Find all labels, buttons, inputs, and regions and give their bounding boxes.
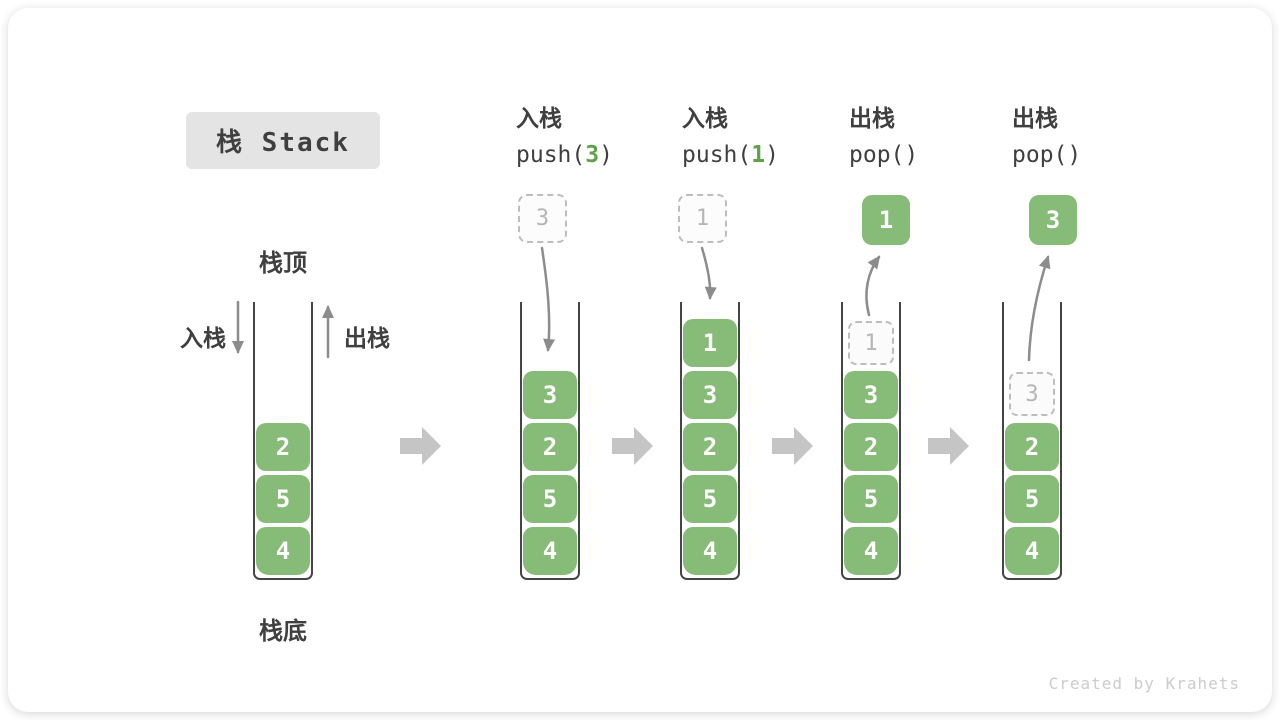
stack-cell: 5 [1005, 475, 1059, 523]
op-fn: pop( [1012, 142, 1068, 168]
stack-cell: 4 [844, 527, 898, 575]
popped-value-box: 3 [1029, 195, 1077, 245]
op-close: ) [904, 142, 919, 168]
op-name: 入栈 [516, 106, 562, 132]
removed-slot-box: 3 [1009, 372, 1055, 416]
incoming-value-box: 1 [678, 194, 727, 243]
stack-cell: 4 [256, 527, 310, 575]
stack-cell: 4 [683, 527, 737, 575]
stack-cell: 4 [523, 527, 577, 575]
stack-cell: 2 [523, 423, 577, 471]
op-label-pop-2: 出栈 pop() [1012, 105, 1081, 169]
pop-direction-label: 出栈 [344, 326, 390, 352]
op-code: push(1) [682, 141, 779, 169]
removed-slot-box: 1 [848, 321, 894, 365]
op-fn: push( [682, 142, 752, 168]
op-label-push-1: 入栈 push(1) [682, 105, 779, 169]
op-label-pop-1: 出栈 pop() [849, 105, 918, 169]
stack-cell: 1 [683, 319, 737, 367]
op-name: 入栈 [682, 106, 728, 132]
op-close: ) [599, 142, 613, 168]
op-name: 出栈 [849, 106, 895, 132]
stack-cell: 3 [844, 371, 898, 419]
stack-cell: 5 [256, 475, 310, 523]
watermark: Created by Krahets [1048, 674, 1240, 693]
stack-cell: 2 [683, 423, 737, 471]
stack-cell: 3 [523, 371, 577, 419]
stack-top-label: 栈顶 [259, 249, 307, 277]
op-arg: 3 [585, 142, 600, 168]
popped-value-box: 1 [862, 195, 910, 245]
stack-cell: 2 [1005, 423, 1059, 471]
incoming-value-box: 3 [518, 194, 567, 243]
stack-cell: 3 [683, 371, 737, 419]
op-close: ) [1067, 142, 1082, 168]
op-label-push-3: 入栈 push(3) [516, 105, 613, 169]
stack-cell: 2 [256, 423, 310, 471]
push-direction-label: 入栈 [180, 326, 226, 352]
stack-cell: 4 [1005, 527, 1059, 575]
op-code: push(3) [516, 141, 613, 169]
op-code: pop() [1012, 141, 1081, 169]
op-name: 出栈 [1012, 106, 1058, 132]
stack-cell: 5 [523, 475, 577, 523]
op-fn: push( [516, 142, 586, 168]
diagram-title-text: 栈 Stack [216, 128, 350, 158]
stack-bottom-label: 栈底 [259, 617, 307, 645]
stack-cell: 5 [683, 475, 737, 523]
stack-cell: 2 [844, 423, 898, 471]
stack-cell: 5 [844, 475, 898, 523]
diagram-title: 栈 Stack [186, 112, 380, 169]
op-arg: 1 [751, 142, 766, 168]
op-close: ) [765, 142, 779, 168]
op-fn: pop( [849, 142, 905, 168]
op-code: pop() [849, 141, 918, 169]
